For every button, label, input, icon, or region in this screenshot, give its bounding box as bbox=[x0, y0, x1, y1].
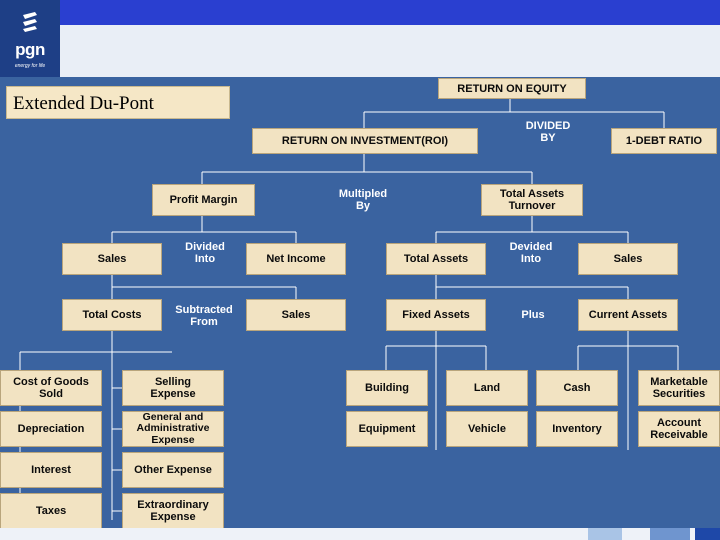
divided-into-left-operator: Divided Into bbox=[185, 241, 225, 265]
total-assets-box: Total Assets bbox=[386, 243, 486, 275]
profit-margin-box: Profit Margin bbox=[152, 184, 255, 216]
fixed-assets-box: Fixed Assets bbox=[386, 299, 486, 331]
plus-operator: Plus bbox=[521, 309, 545, 321]
sales-left-box: Sales bbox=[62, 243, 162, 275]
total-assets-turnover-box: Total Assets Turnover bbox=[481, 184, 583, 216]
pgn-logo: pgn energy for life bbox=[0, 0, 60, 77]
return-on-equity-box: RETURN ON EQUITY bbox=[438, 78, 586, 99]
marketable-securities-box: Marketable Securities bbox=[638, 370, 720, 406]
footer-block-dark bbox=[695, 528, 720, 540]
interest-box: Interest bbox=[0, 452, 102, 488]
sales-middle-box: Sales bbox=[246, 299, 346, 331]
footer-block-light bbox=[588, 528, 622, 540]
cash-box: Cash bbox=[536, 370, 618, 406]
sales-right-box: Sales bbox=[578, 243, 678, 275]
selling-expense-box: Selling Expense bbox=[122, 370, 224, 406]
pgn-logo-icon bbox=[23, 12, 37, 32]
other-expense-box: Other Expense bbox=[122, 452, 224, 488]
header-subbar bbox=[60, 25, 720, 77]
depreciation-box: Depreciation bbox=[0, 411, 102, 447]
land-box: Land bbox=[446, 370, 528, 406]
taxes-box: Taxes bbox=[0, 493, 102, 529]
debt-ratio-box: 1-DEBT RATIO bbox=[611, 128, 717, 154]
net-income-box: Net Income bbox=[246, 243, 346, 275]
inventory-box: Inventory bbox=[536, 411, 618, 447]
footer-strip bbox=[0, 528, 720, 540]
slide-title: Extended Du-Pont bbox=[13, 93, 154, 114]
cost-of-goods-sold-box: Cost of Goods Sold bbox=[0, 370, 102, 406]
extraordinary-expense-box: Extraordinary Expense bbox=[122, 493, 224, 529]
general-administrative-expense-box: General and Administrative Expense bbox=[122, 411, 224, 447]
equipment-box: Equipment bbox=[346, 411, 428, 447]
current-assets-box: Current Assets bbox=[578, 299, 678, 331]
multiplied-by-operator: Multipled By bbox=[338, 188, 388, 212]
logo-tagline: energy for life bbox=[14, 63, 46, 69]
slide-title-box: Extended Du-Pont bbox=[6, 86, 230, 119]
return-on-investment-box: RETURN ON INVESTMENT(ROI) bbox=[252, 128, 478, 154]
subtracted-from-operator: Subtracted From bbox=[175, 304, 233, 328]
logo-wordmark: pgn bbox=[15, 40, 45, 59]
header-bar bbox=[0, 0, 720, 25]
total-costs-box: Total Costs bbox=[62, 299, 162, 331]
vehicle-box: Vehicle bbox=[446, 411, 528, 447]
divided-by-operator: DIVIDED BY bbox=[525, 120, 571, 144]
footer-block-mid bbox=[650, 528, 690, 540]
account-receivable-box: Account Receivable bbox=[638, 411, 720, 447]
devided-into-right-operator: Devided Into bbox=[509, 241, 553, 265]
building-box: Building bbox=[346, 370, 428, 406]
